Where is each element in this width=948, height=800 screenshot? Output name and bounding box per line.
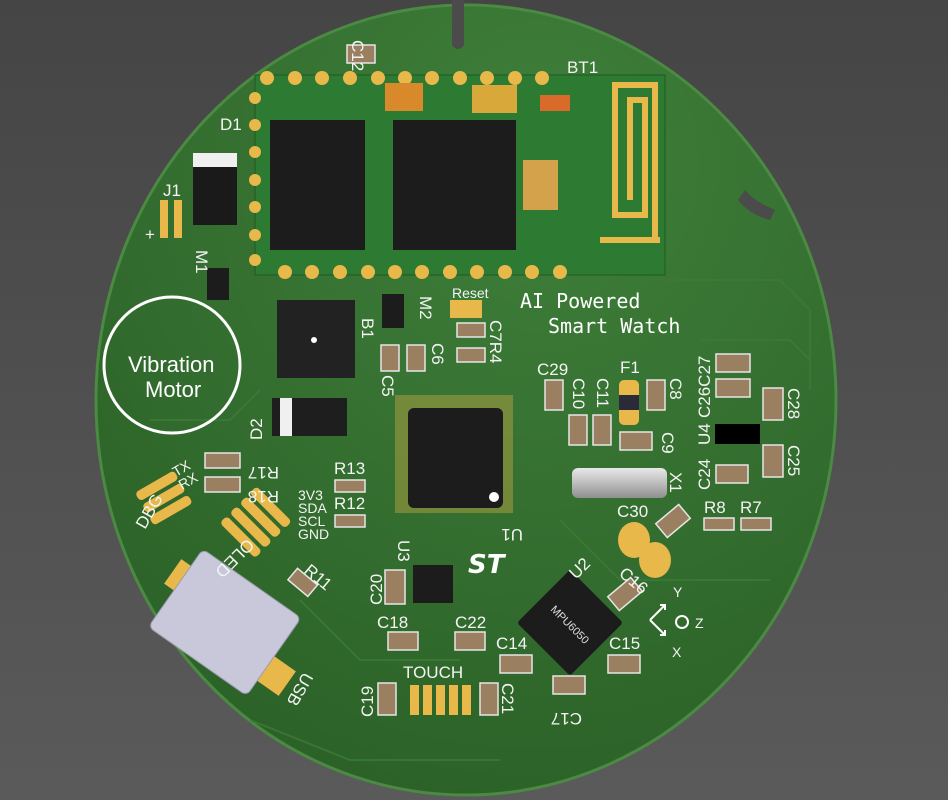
oled-pads bbox=[221, 487, 291, 557]
crystal-x1 bbox=[572, 468, 667, 498]
ic-u3 bbox=[413, 565, 453, 603]
bluetooth-module-bt1 bbox=[249, 71, 666, 279]
label-u3: U3 bbox=[394, 540, 413, 562]
label-c24: C24 bbox=[695, 459, 714, 490]
label-reset: Reset bbox=[452, 285, 489, 301]
board-title-line2: Smart Watch bbox=[548, 314, 680, 338]
label-u1: U1 bbox=[501, 525, 523, 544]
st-logo: ST bbox=[468, 550, 507, 580]
label-c11: C11 bbox=[593, 378, 612, 408]
buzzer-hole bbox=[311, 337, 317, 343]
copper-traces bbox=[150, 279, 811, 761]
label-c26c27: C26C27 bbox=[695, 356, 714, 418]
test-pad bbox=[639, 542, 671, 578]
label-plus: + bbox=[145, 225, 155, 244]
label-c30: C30 bbox=[617, 502, 648, 521]
label-c21: C21 bbox=[498, 683, 517, 714]
mosfet-m1 bbox=[207, 268, 229, 300]
touch-pads bbox=[410, 685, 471, 715]
board-title-line1: AI Powered bbox=[520, 289, 640, 313]
reset-button bbox=[450, 300, 482, 318]
label-scl: SCL bbox=[298, 513, 325, 529]
label-axis-x: X bbox=[672, 644, 682, 660]
label-c18: C18 bbox=[377, 613, 408, 632]
label-d1: D1 bbox=[220, 115, 242, 134]
label-c17: C17 bbox=[551, 709, 582, 728]
jumper-j1 bbox=[160, 200, 168, 238]
label-c7r4: C7R4 bbox=[486, 320, 505, 363]
label-b1: B1 bbox=[358, 318, 377, 339]
board-notch bbox=[452, 0, 464, 49]
label-m1: M1 bbox=[192, 250, 211, 274]
label-c5: C5 bbox=[378, 375, 397, 397]
label-c12: C12 bbox=[348, 40, 367, 71]
mosfet-m2 bbox=[382, 294, 404, 328]
label-c8: C8 bbox=[666, 378, 685, 400]
label-r12: R12 bbox=[334, 494, 365, 513]
label-c6: C6 bbox=[428, 343, 447, 365]
label-touch: TOUCH bbox=[403, 663, 463, 682]
label-axis-z: Z bbox=[695, 615, 704, 631]
label-c10: C10 bbox=[569, 378, 588, 409]
label-r18: R18 bbox=[248, 487, 279, 506]
mcu-u1 bbox=[395, 395, 513, 513]
label-c20: C20 bbox=[367, 574, 386, 605]
fuse-f1-body bbox=[619, 395, 639, 410]
diode-d2-band bbox=[280, 398, 292, 436]
label-sda: SDA bbox=[298, 500, 327, 516]
label-c22: C22 bbox=[455, 613, 486, 632]
label-c9: C9 bbox=[658, 432, 677, 454]
label-r7: R7 bbox=[740, 498, 762, 517]
passive-components bbox=[204, 44, 784, 716]
label-u4: U4 bbox=[695, 423, 714, 445]
label-c25: C25 bbox=[784, 445, 803, 476]
jumper-j1-pad bbox=[174, 200, 182, 238]
label-f1: F1 bbox=[620, 358, 640, 377]
label-r13: R13 bbox=[334, 459, 365, 478]
vibration-motor-outline bbox=[102, 295, 242, 435]
label-x1: X1 bbox=[666, 472, 685, 493]
label-c29: C29 bbox=[537, 360, 568, 379]
label-c19: C19 bbox=[358, 686, 377, 717]
label-3v3: 3V3 bbox=[298, 487, 323, 503]
motor-label-line1: Vibration bbox=[128, 352, 214, 377]
label-j1: J1 bbox=[163, 181, 181, 200]
label-r8: R8 bbox=[704, 498, 726, 517]
label-c15: C15 bbox=[609, 634, 640, 653]
label-c14: C14 bbox=[496, 634, 527, 653]
label-c28: C28 bbox=[784, 388, 803, 419]
label-r17: R17 bbox=[248, 463, 279, 482]
label-m2: M2 bbox=[416, 296, 435, 320]
regulator-u4 bbox=[715, 424, 760, 444]
silkscreen-labels: C12 BT1 D1 J1 + M1 B1 M2 Reset C7R4 C6 C… bbox=[128, 40, 803, 728]
dbg-pads bbox=[136, 471, 192, 525]
imu-u2 bbox=[518, 570, 622, 675]
axis-orientation-icon bbox=[649, 604, 689, 636]
label-axis-y: Y bbox=[673, 584, 683, 600]
label-gnd: GND bbox=[298, 526, 329, 542]
board-notch bbox=[738, 190, 775, 220]
usb-connector bbox=[150, 550, 300, 696]
test-pad bbox=[618, 522, 650, 558]
label-bt1: BT1 bbox=[567, 58, 598, 77]
motor-label-line2: Motor bbox=[145, 377, 201, 402]
diode-d1-band bbox=[193, 153, 237, 167]
label-d2: D2 bbox=[247, 418, 266, 440]
